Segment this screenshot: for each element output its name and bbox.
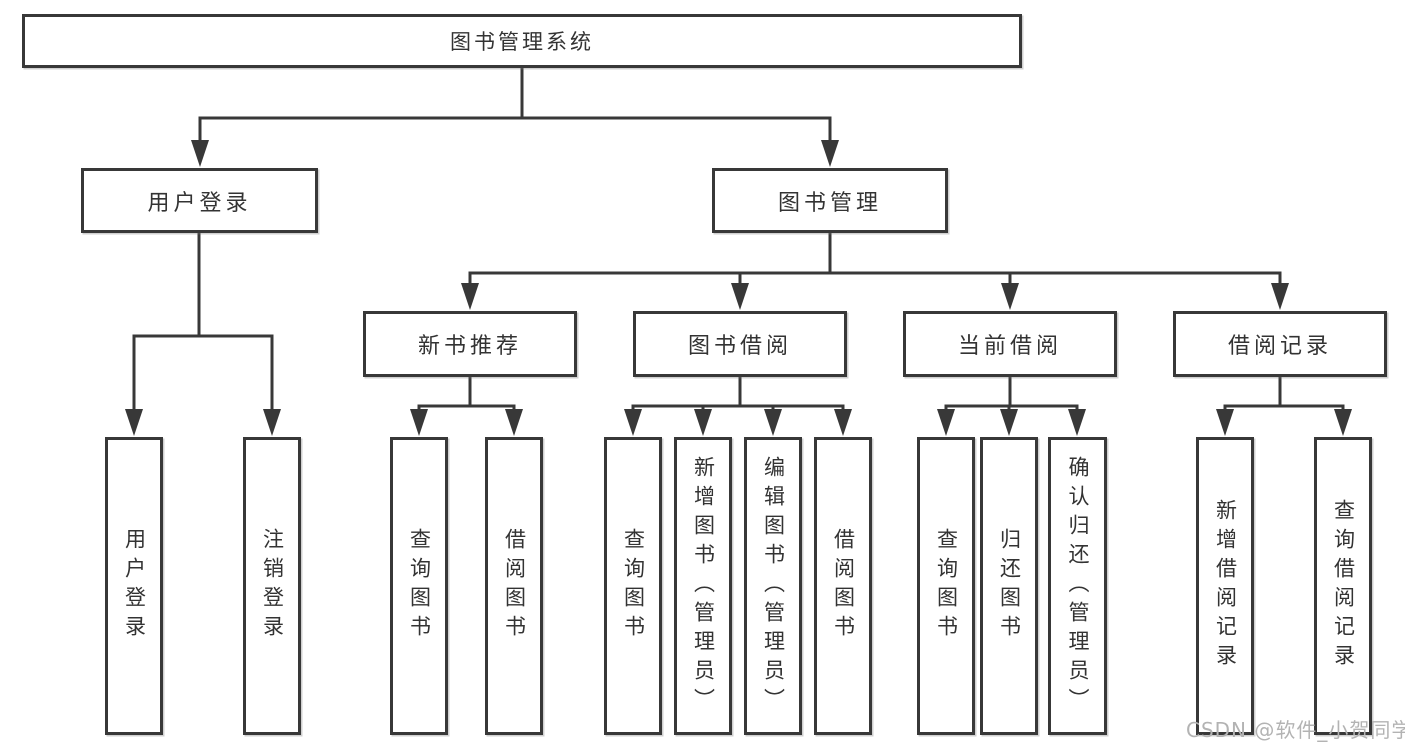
connector-current-borrowing-to-leaves <box>937 375 1086 436</box>
leaf-return-books-label: 归还图书 <box>997 528 1022 644</box>
leaf-user-login-label: 用户登录 <box>122 528 147 644</box>
leaf-borrow-books-recommend: 借阅图书 <box>485 437 543 735</box>
leaf-confirm-return-admin: 确认归还（管理员） <box>1048 437 1107 735</box>
leaf-query-books-recommend: 查询图书 <box>390 437 448 735</box>
connector-user-login-to-leaves <box>125 231 281 436</box>
node-current-borrowing: 当前借阅 <box>903 311 1117 377</box>
leaf-logout: 注销登录 <box>243 437 301 735</box>
leaf-query-books-recommend-label: 查询图书 <box>407 528 432 644</box>
leaf-query-borrow-record-label: 查询借阅记录 <box>1331 499 1356 673</box>
connector-borrowing-records-to-leaves <box>1216 375 1352 436</box>
connector-root-to-level2 <box>191 66 839 167</box>
leaf-borrow-books-borrowing: 借阅图书 <box>814 437 872 735</box>
leaf-edit-books-admin: 编辑图书（管理员） <box>744 437 802 735</box>
node-user-login: 用户登录 <box>81 168 318 233</box>
leaf-add-borrow-record: 新增借阅记录 <box>1196 437 1254 735</box>
leaf-query-books-borrowing: 查询图书 <box>604 437 662 735</box>
leaf-return-books: 归还图书 <box>980 437 1038 735</box>
leaf-user-login: 用户登录 <box>105 437 163 735</box>
connector-new-book-recommendation-to-leaves <box>410 375 523 436</box>
csdn-watermark: CSDN @软件_小贺同学 <box>1186 718 1405 742</box>
connector-book-management-to-level3 <box>461 231 1289 310</box>
node-book-management: 图书管理 <box>712 168 948 233</box>
leaf-logout-label: 注销登录 <box>260 528 285 644</box>
connector-book-borrowing-to-leaves <box>624 375 852 436</box>
leaf-query-books-borrowing-label: 查询图书 <box>621 528 646 644</box>
node-new-book-recommendation: 新书推荐 <box>363 311 577 377</box>
leaf-add-books-admin: 新增图书（管理员） <box>674 437 732 735</box>
node-book-borrowing: 图书借阅 <box>633 311 847 377</box>
leaf-add-books-admin-label: 新增图书（管理员） <box>691 455 716 717</box>
leaf-query-borrow-record: 查询借阅记录 <box>1314 437 1372 735</box>
node-borrowing-records: 借阅记录 <box>1173 311 1387 377</box>
leaf-add-borrow-record-label: 新增借阅记录 <box>1213 499 1238 673</box>
leaf-query-books-current-label: 查询图书 <box>934 528 959 644</box>
node-library-management-system: 图书管理系统 <box>22 14 1022 68</box>
leaf-edit-books-admin-label: 编辑图书（管理员） <box>761 455 786 717</box>
leaf-borrow-books-borrowing-label: 借阅图书 <box>831 528 856 644</box>
leaf-confirm-return-admin-label: 确认归还（管理员） <box>1066 455 1090 717</box>
leaf-borrow-books-recommend-label: 借阅图书 <box>502 528 527 644</box>
leaf-query-books-current: 查询图书 <box>917 437 975 735</box>
